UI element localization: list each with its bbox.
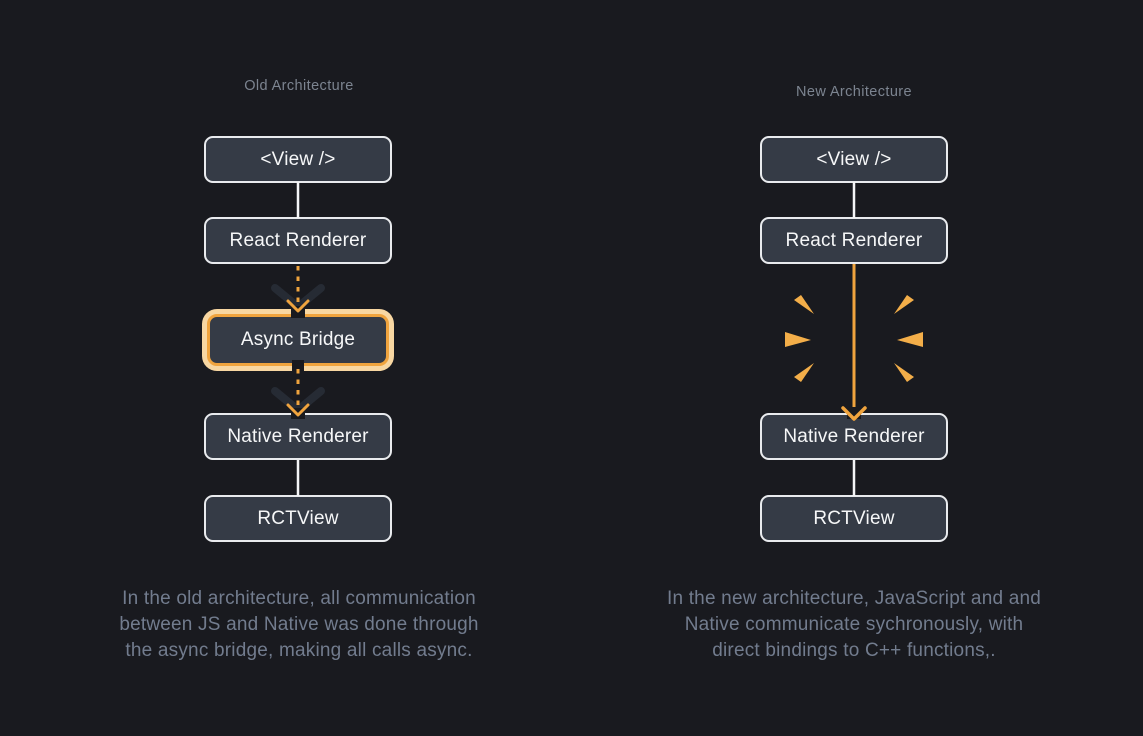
caption-line: between JS and Native was done through — [119, 614, 479, 635]
burst-wedge — [894, 295, 914, 314]
old-arrowhead-orange-chevron — [286, 299, 310, 313]
new-node-native-renderer: Native Renderer — [760, 413, 948, 460]
caption-line: direct bindings to C++ functions,. — [712, 640, 996, 661]
new-node-view: <View /> — [760, 136, 948, 183]
burst-wedge — [794, 295, 814, 314]
caption-line: In the old architecture, all communicati… — [122, 588, 476, 609]
old-node-native-renderer: Native Renderer — [204, 413, 392, 460]
new-architecture-caption: In the new architecture, JavaScript and … — [614, 586, 1094, 664]
new-architecture-title: New Architecture — [796, 84, 912, 100]
burst-wedge — [894, 363, 914, 382]
caption-line: the async bridge, making all calls async… — [125, 640, 473, 661]
old-architecture-title: Old Architecture — [244, 78, 354, 94]
new-node-rctview: RCTView — [760, 495, 948, 542]
old-node-rctview: RCTView — [204, 495, 392, 542]
burst-wedge — [897, 332, 923, 347]
new-node-react-renderer: React Renderer — [760, 217, 948, 264]
old-node-react-renderer: React Renderer — [204, 217, 392, 264]
caption-line: Native communicate sychronously, with — [684, 614, 1024, 635]
burst-marks-right — [894, 295, 923, 382]
old-node-async-bridge: Async Bridge — [207, 314, 389, 366]
burst-marks-left — [785, 295, 814, 382]
old-arrowhead-dark-chevron — [271, 387, 325, 414]
old-node-view: <View /> — [204, 136, 392, 183]
burst-wedge — [785, 332, 811, 347]
old-arrowhead-dark-chevron — [271, 284, 325, 311]
caption-line: In the new architecture, JavaScript and … — [666, 588, 1042, 609]
burst-wedge — [794, 363, 814, 382]
old-architecture-caption: In the old architecture, all communicati… — [59, 586, 539, 664]
